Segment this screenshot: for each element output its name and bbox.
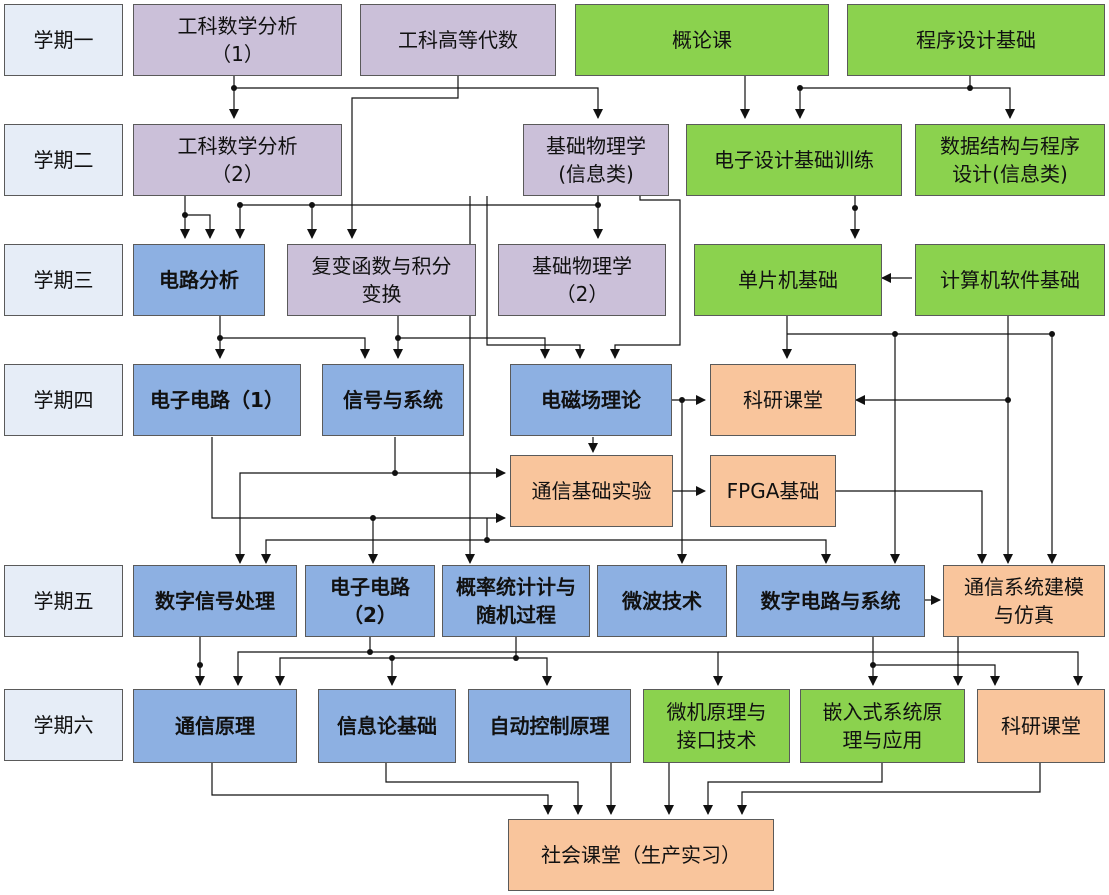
- arrow-ss-to-dsp: [235, 472, 395, 564]
- course-electronic-design-training[interactable]: 电子设计基础训练: [686, 124, 902, 196]
- semester-3-label: 学期三: [4, 244, 123, 316]
- course-info-theory[interactable]: 信息论基础: [318, 689, 456, 763]
- course-complex-functions[interactable]: 复变函数与积分 变换: [287, 244, 476, 316]
- arrow-circuit-to-ss: [220, 337, 370, 359]
- course-research-class-4[interactable]: 科研课堂: [710, 364, 856, 436]
- course-physics-2[interactable]: 基础物理学 （2）: [498, 244, 666, 316]
- semester-2-label: 学期二: [4, 124, 123, 196]
- arrow-fpga-to-modeling: [836, 490, 987, 564]
- course-mcu-basics[interactable]: 单片机基础: [694, 244, 882, 316]
- arrow-physics-vertical: [486, 196, 585, 359]
- course-circuit-analysis[interactable]: 电路分析: [133, 244, 265, 316]
- course-advanced-algebra[interactable]: 工科高等代数: [360, 4, 556, 76]
- course-physics-info[interactable]: 基础物理学 (信息类): [523, 124, 669, 196]
- arrow-ss-to-lab: [394, 437, 506, 478]
- course-microwave[interactable]: 微波技术: [597, 565, 727, 637]
- course-microcomputer[interactable]: 微机原理与 接口技术: [643, 689, 790, 763]
- arrow-prob-to-auto: [516, 657, 552, 686]
- arrow-ma1-to-physics: [234, 87, 603, 119]
- arrow-physics-to-circuit: [235, 196, 599, 239]
- course-comm-modeling[interactable]: 通信系统建模 与仿真: [943, 565, 1105, 637]
- course-comm-basic-lab[interactable]: 通信基础实验: [510, 455, 673, 527]
- course-math-analysis-2[interactable]: 工科数学分析 （2）: [133, 124, 342, 196]
- course-research-class-6[interactable]: 科研课堂: [977, 689, 1105, 763]
- arrow-ma2-to-circuit: [184, 196, 215, 239]
- course-math-analysis-1[interactable]: 工科数学分析 （1）: [133, 4, 342, 76]
- course-signals-systems[interactable]: 信号与系统: [322, 364, 464, 436]
- arrow-ec1-to-ec2: [211, 437, 506, 523]
- arrow-embedded-to-social: [703, 763, 883, 815]
- course-social-class[interactable]: 社会课堂（生产实习）: [508, 819, 774, 891]
- semester-6-label: 学期六: [4, 689, 123, 761]
- course-probability[interactable]: 概率统计计与 随机过程: [442, 565, 590, 637]
- arrow-physics-to-em: [610, 196, 681, 359]
- arrow-ec2-to-comm: [233, 637, 371, 686]
- arrow-research6-to-social: [737, 763, 1041, 815]
- course-digital-circuits[interactable]: 数字电路与系统: [736, 565, 925, 637]
- arrow-prog-to-ds: [970, 87, 1015, 119]
- arrow-algebra-to-complex: [347, 76, 459, 239]
- course-em-field-theory[interactable]: 电磁场理论: [510, 364, 672, 436]
- arrow-software-to-research: [855, 316, 1009, 405]
- course-embedded[interactable]: 嵌入式系统原 理与应用: [800, 689, 965, 763]
- arrow-digital-to-research6: [873, 664, 1000, 686]
- course-auto-control[interactable]: 自动控制原理: [468, 689, 631, 763]
- semester-1-label: 学期一: [4, 4, 123, 76]
- course-intro[interactable]: 概论课: [575, 4, 829, 76]
- arrow-prob-to-comm: [275, 637, 517, 686]
- semester-4-label: 学期四: [4, 364, 123, 436]
- arrow-lab-to-dsp: [261, 518, 488, 564]
- arrow-ec2-to-research6: [718, 651, 1083, 686]
- course-software-basics[interactable]: 计算机软件基础: [915, 244, 1105, 316]
- course-fpga-basics[interactable]: FPGA基础: [710, 455, 836, 527]
- semester-5-label: 学期五: [4, 565, 123, 637]
- course-data-structures[interactable]: 数据结构与程序 设计(信息类): [915, 124, 1105, 196]
- course-electronic-circuit-2[interactable]: 电子电路 （2）: [305, 565, 435, 637]
- course-programming-basics[interactable]: 程序设计基础: [847, 4, 1105, 76]
- arrow-comm-to-social: [211, 763, 553, 815]
- junction-dots: [182, 85, 1055, 668]
- arrow-lab-to-digital: [487, 539, 831, 564]
- course-comm-principles[interactable]: 通信原理: [133, 689, 297, 763]
- arrow-prog-to-training: [795, 76, 971, 119]
- arrow-complex-to-em: [398, 337, 550, 359]
- arrow-ec2-to-micro: [370, 651, 723, 686]
- course-dsp[interactable]: 数字信号处理: [133, 565, 297, 637]
- course-electronic-circuit-1[interactable]: 电子电路（1）: [133, 364, 301, 436]
- arrow-info-to-social: [385, 763, 583, 815]
- arrow-mcu-to-modeling: [895, 333, 1057, 564]
